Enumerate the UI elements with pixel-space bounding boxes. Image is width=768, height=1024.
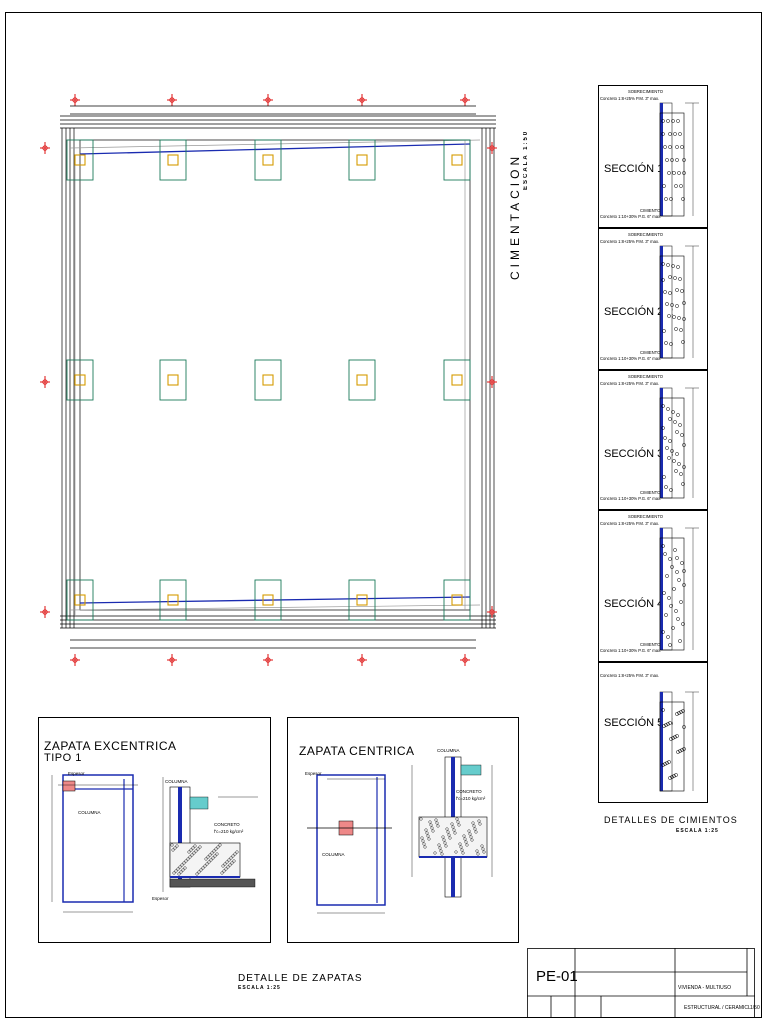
sheet-scale: 1/50 [750, 1005, 760, 1011]
plan-scale: ESCALA 1:50 [523, 129, 529, 190]
footing-pad [159, 139, 187, 181]
sections-caption: DETALLES DE CIMIENTOS [604, 815, 738, 825]
section-label: SECCIÓN 2-2 [604, 306, 674, 318]
section-label: SECCIÓN 5-5 [604, 717, 674, 729]
section-bottom-note: Concreto 1:10+30% P.G. 6" max. [600, 356, 662, 361]
section-bottom-label: CIMIENTO [640, 208, 661, 213]
section-box [598, 370, 708, 510]
footing-pad [254, 139, 282, 181]
drawing-frame [5, 12, 762, 1018]
details-caption: DETALLE DE ZAPATAS [238, 973, 363, 984]
section-drawing [659, 691, 699, 792]
zapata-centrica-drawing [307, 756, 493, 914]
zapata-centrica-title: ZAPATA CENTRICA [299, 744, 415, 758]
section-top-note: Concreto 1:8+25% P.M. 3" max. [600, 239, 660, 244]
exc-label-concreto: CONCRETO [214, 822, 240, 827]
section-top-note: Concreto 1:8+25% P.M. 3" max. [600, 381, 660, 386]
section-box [598, 85, 708, 228]
footing-pad [443, 579, 471, 621]
section-top-note: Concreto 1:8+25% P.M. 3" max. [600, 96, 660, 101]
footing-pad [159, 579, 187, 621]
exc-label-espesor-sec: Espesor [152, 896, 169, 901]
section-drawing [659, 387, 699, 499]
footing-pad [66, 359, 94, 401]
sections-scale: ESCALA 1:25 [676, 828, 719, 834]
section-label: SECCIÓN 1-1 [604, 163, 674, 175]
title-block [527, 948, 755, 1018]
section-top-note: Concreto 1:8+25% P.M. 3" max. [600, 521, 660, 526]
details-scale: ESCALA 1:25 [238, 985, 281, 991]
section-bottom-label: CIMIENTO [640, 490, 661, 495]
footing-pad [348, 139, 376, 181]
footing-pad [348, 359, 376, 401]
section-top-label: SOBRECIMIENTO [628, 89, 664, 94]
section-top-label: SOBRECIMIENTO [628, 232, 664, 237]
section-label: SECCIÓN 4-4 [604, 598, 674, 610]
section-top-label: SOBRECIMIENTO [628, 374, 664, 379]
section-box [598, 662, 708, 803]
section-bottom-label: CIMIENTO [640, 350, 661, 355]
exc-label-columna-sec: COLUMNA [165, 779, 188, 784]
footing-pad [254, 359, 282, 401]
section-bottom-note: Concreto 1:10+30% P.G. 6" max. [600, 214, 662, 219]
cen-label-columna-sec: COLUMNA [437, 748, 460, 753]
exc-label-columna: COLUMNA [78, 810, 101, 815]
footing-pad [254, 579, 282, 621]
section-label: SECCIÓN 3-3 [604, 448, 674, 460]
footing-pad [66, 139, 94, 181]
section-drawing [659, 527, 699, 651]
section-top-note: Concreto 1:8+25% P.M. 3" max. [600, 673, 660, 678]
section-bottom-note: Concreto 1:10+30% P.G. 6" max. [600, 648, 662, 653]
zapata-excentrica-drawing [51, 774, 258, 913]
section-box [598, 228, 708, 370]
section-drawing [659, 102, 699, 217]
footing-pad [159, 359, 187, 401]
zapata-excentrica-title: ZAPATA EXCENTRICA [44, 739, 177, 753]
cen-label-concreto: CONCRETO [456, 789, 482, 794]
section-top-label: SOBRECIMIENTO [628, 514, 664, 519]
zapata-excentrica-type: TIPO 1 [44, 752, 82, 764]
section-bottom-label: CIMIENTO [640, 642, 661, 647]
specialty-name: ESTRUCTURAL / CERAMICL [684, 1005, 751, 1011]
footing-pad [66, 579, 94, 621]
exc-label-espesor: Espesor [68, 771, 85, 776]
section-box [598, 510, 708, 662]
section-bottom-note: Concreto 1:10+30% P.G. 6" max. [600, 496, 662, 501]
footing-pad [443, 359, 471, 401]
sheet-number: PE-01 [536, 968, 578, 985]
zapata-excentrica-panel [38, 717, 271, 943]
cen-label-columna: COLUMNA [322, 852, 345, 857]
cen-label-espesor: Espesor [305, 771, 322, 776]
exc-label-fc: f'c=210 kg/cm² [214, 829, 244, 834]
cen-label-fc: f'c=210 kg/cm² [456, 796, 486, 801]
section-drawing [659, 245, 699, 359]
project-name: VIVIENDA - MULTIUSO [678, 985, 731, 991]
footing-pad [348, 579, 376, 621]
plan-title: CIMENTACION [508, 152, 522, 280]
footing-pad [443, 139, 471, 181]
